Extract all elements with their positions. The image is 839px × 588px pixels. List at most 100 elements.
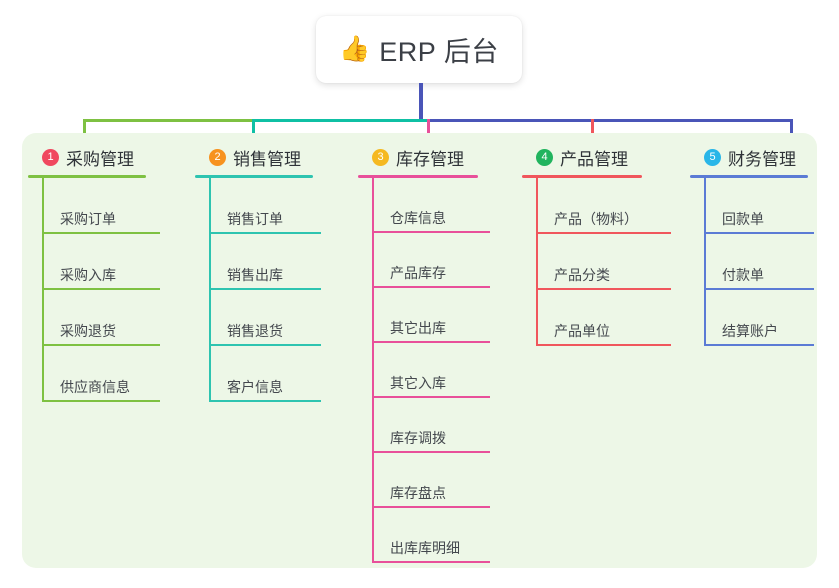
branch-item[interactable]: 回款单 [704, 178, 814, 234]
branch-item[interactable]: 其它入库 [372, 343, 490, 398]
branch-header-rule [690, 175, 808, 178]
branch-item[interactable]: 库存盘点 [372, 453, 490, 508]
branch-item-label: 回款单 [722, 211, 764, 227]
root-node-title: ERP 后台 [379, 37, 499, 67]
branch-item-rule [372, 506, 490, 508]
branch-index-badge: 4 [536, 148, 553, 166]
branch-item-rule [42, 288, 160, 290]
branch-item[interactable]: 产品单位 [536, 290, 671, 346]
branch-item-label: 产品单位 [554, 323, 610, 339]
branch-header-finance[interactable]: 5 财务管理 [690, 145, 814, 169]
branch-item-rule [42, 344, 160, 346]
branch-item[interactable]: 采购入库 [42, 234, 160, 290]
segment-sales [252, 119, 428, 122]
branch-item[interactable]: 产品库存 [372, 233, 490, 288]
branch-item-rule [372, 231, 490, 233]
branch-item[interactable]: 采购订单 [42, 178, 160, 234]
branch-item[interactable]: 供应商信息 [42, 346, 160, 402]
branch-item-rule [372, 286, 490, 288]
branch-item-label: 库存调拨 [390, 430, 446, 446]
branch-item-rule [536, 232, 671, 234]
branch-item-label: 产品（物料） [554, 211, 638, 227]
branch-spine [536, 178, 538, 346]
branch-item-label: 库存盘点 [390, 485, 446, 501]
branch-title: 产品管理 [560, 149, 628, 169]
branch-item-list: 销售订单销售出库销售退货客户信息 [195, 178, 321, 402]
branch-item-label: 供应商信息 [60, 379, 130, 395]
segment-rest [427, 119, 791, 122]
branch-spine [209, 178, 211, 402]
branch-spine [42, 178, 44, 402]
branch-item-label: 产品库存 [390, 265, 446, 281]
branch-item[interactable]: 其它出库 [372, 288, 490, 343]
branch-item-rule [704, 232, 814, 234]
branch-item-label: 采购入库 [60, 267, 116, 283]
branch-item[interactable]: 付款单 [704, 234, 814, 290]
branch-column-product: 4 产品管理产品（物料） 产品分类产品单位 [522, 145, 671, 346]
branch-item-rule [372, 396, 490, 398]
root-stem [419, 83, 423, 122]
branch-item-rule [42, 400, 160, 402]
thumbs-up-icon: 👍 [339, 35, 371, 63]
branch-item-rule [209, 344, 321, 346]
branch-header-rule [522, 175, 642, 178]
branch-header-rule [358, 175, 478, 178]
branch-item-rule [372, 451, 490, 453]
branch-item[interactable]: 库存调拨 [372, 398, 490, 453]
branch-spine [372, 178, 374, 563]
branch-header-purchase[interactable]: 1 采购管理 [28, 145, 160, 169]
branch-item-label: 付款单 [722, 267, 764, 283]
branch-header-rule [28, 175, 146, 178]
branch-item-rule [42, 232, 160, 234]
segment-purchase [83, 119, 253, 122]
branch-column-purchase: 1 采购管理采购订单采购入库采购退货供应商信息 [28, 145, 160, 402]
branch-item-label: 产品分类 [554, 267, 610, 283]
branch-item[interactable]: 销售退货 [209, 290, 321, 346]
branch-column-finance: 5 财务管理回款单付款单结算账户 [690, 145, 814, 346]
branch-item[interactable]: 仓库信息 [372, 178, 490, 233]
branch-item-label: 其它入库 [390, 375, 446, 391]
branch-spine [704, 178, 706, 346]
branch-item-label: 仓库信息 [390, 210, 446, 226]
branch-item-rule [704, 288, 814, 290]
branch-item-label: 客户信息 [227, 379, 283, 395]
branch-item[interactable]: 客户信息 [209, 346, 321, 402]
branch-item-label: 销售订单 [227, 211, 283, 227]
branch-item-rule [209, 400, 321, 402]
branch-item[interactable]: 产品（物料） [536, 178, 671, 234]
branch-header-product[interactable]: 4 产品管理 [522, 145, 671, 169]
branch-item-rule [372, 341, 490, 343]
branch-item[interactable]: 销售出库 [209, 234, 321, 290]
branch-item-list: 仓库信息产品库存其它出库其它入库库存调拨库存盘点出库库明细 [358, 178, 490, 563]
branch-index-badge: 1 [42, 148, 59, 166]
branch-item-rule [536, 288, 671, 290]
branch-index-badge: 2 [209, 148, 226, 166]
root-node-content: 👍 ERP 后台 [339, 30, 499, 69]
branch-item[interactable]: 产品分类 [536, 234, 671, 290]
branch-item-rule [536, 344, 671, 346]
branch-item-label: 采购订单 [60, 211, 116, 227]
branch-item-label: 结算账户 [722, 323, 778, 339]
branch-item[interactable]: 销售订单 [209, 178, 321, 234]
branch-item-label: 采购退货 [60, 323, 116, 339]
branch-item-rule [209, 232, 321, 234]
branch-title: 库存管理 [396, 149, 464, 169]
branch-index-badge: 5 [704, 148, 721, 166]
root-node[interactable]: 👍 ERP 后台 [316, 16, 522, 83]
branch-item[interactable]: 采购退货 [42, 290, 160, 346]
branch-item-label: 销售出库 [227, 267, 283, 283]
branch-item-list: 回款单付款单结算账户 [690, 178, 814, 346]
branch-item-label: 其它出库 [390, 320, 446, 336]
branch-header-rule [195, 175, 313, 178]
branch-title: 采购管理 [66, 149, 134, 169]
branch-item-rule [372, 561, 490, 563]
branch-item-list: 采购订单采购入库采购退货供应商信息 [28, 178, 160, 402]
branch-item[interactable]: 出库库明细 [372, 508, 490, 563]
branch-title: 财务管理 [728, 149, 796, 169]
branch-item[interactable]: 结算账户 [704, 290, 814, 346]
